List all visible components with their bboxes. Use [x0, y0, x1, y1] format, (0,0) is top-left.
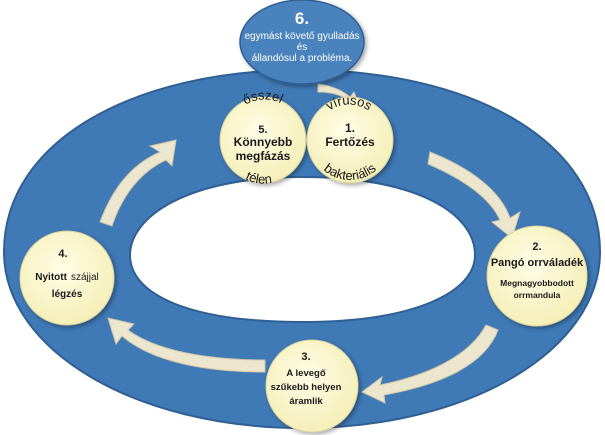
node-2-sub1: Megnagyobbodott: [500, 278, 574, 288]
node-3-line3: áramlik: [289, 396, 323, 407]
node-5: [219, 96, 307, 184]
node-1-arc-top: vírusos: [323, 92, 375, 113]
arrow-3-to-4: [107, 317, 266, 373]
node-3-number: 3.: [301, 351, 310, 363]
node-4: [19, 230, 115, 326]
node-1: [306, 96, 394, 184]
node-1-label: Fertőzés: [325, 135, 375, 149]
node-2-number: 2.: [532, 241, 541, 253]
node-5-line1: Könnyebb: [234, 135, 293, 149]
node-6: [239, 0, 365, 85]
node-4-line1-rest: szájjal: [71, 272, 99, 283]
node-6-line2: és: [297, 42, 308, 53]
arrow-2-to-3: [361, 324, 499, 404]
node-5-number: 5.: [258, 124, 267, 136]
node-2-sub2: orrmandula: [514, 290, 561, 300]
node-1-arc-bottom: bakteriális: [321, 160, 379, 183]
node-2-label: Pangó orrváladék: [491, 257, 584, 269]
node-5-arc-top: ősszel: [240, 87, 285, 107]
node-4-line2: légzés: [52, 289, 83, 300]
node-1-number: 1.: [345, 121, 355, 135]
node-4-line1-bold: Nyitott: [35, 272, 67, 283]
node-5-arc-bottom: télen: [244, 168, 273, 187]
node-6-line3: állandósul a probléma.: [252, 53, 353, 64]
node-2: [486, 225, 588, 327]
node-6-line1: egymást követő gyulladás: [244, 31, 359, 42]
node-6-number: 6.: [295, 9, 309, 28]
node-4-number: 4.: [58, 248, 67, 260]
arrow-4-to-5: [99, 139, 177, 227]
node-3-line1: A levegő: [286, 368, 325, 379]
node-3: [265, 339, 359, 433]
node-4-line1: Nyitott szájjal: [35, 272, 98, 283]
node-5-line2: megfázás: [236, 149, 291, 163]
node-3-line2: szűkebb helyen: [271, 382, 342, 393]
